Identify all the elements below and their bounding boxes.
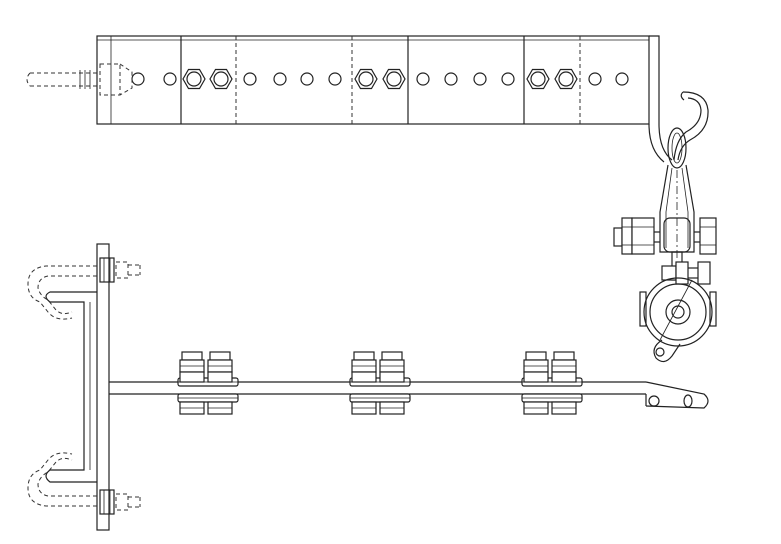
clevis-through-bolt [613,217,717,255]
bar-hole [588,72,602,86]
hex-nut [554,68,578,90]
bar-hole [328,72,342,86]
bar-hole [243,72,257,86]
hex-nut [182,68,206,90]
channel-bracket [45,291,97,483]
top-left-bolt [26,63,133,96]
bar-hole [163,72,177,86]
shackle-loop [667,127,687,169]
top-bar-outline [96,35,650,125]
rail-clamp [521,351,583,415]
side-bracket-view [27,243,709,531]
top-crossarm-view [26,35,673,163]
hex-nut [209,68,233,90]
bar-hole [416,72,430,86]
top-bar-solid-dividers [180,36,525,124]
bottom-j-bolt [27,452,141,515]
top-bar-dashed-dividers [235,36,581,124]
pulley-wheel [639,277,717,363]
hex-nut [382,68,406,90]
rail-clamp [349,351,411,415]
top-bar-holes [131,68,629,90]
bar-hole [615,72,629,86]
hook [677,91,709,161]
bar-hole [473,72,487,86]
bar-hole [501,72,515,86]
hex-nut [354,68,378,90]
mounting-plate [96,243,110,531]
bar-hole [300,72,314,86]
bar-hole [131,72,145,86]
top-j-bolt [27,257,141,320]
rail-clamp-sets [177,351,583,415]
hook-and-pulley-assembly [613,91,717,363]
hex-nut [526,68,550,90]
bar-hole [273,72,287,86]
bar-hole [444,72,458,86]
rail-clamp [177,351,239,415]
